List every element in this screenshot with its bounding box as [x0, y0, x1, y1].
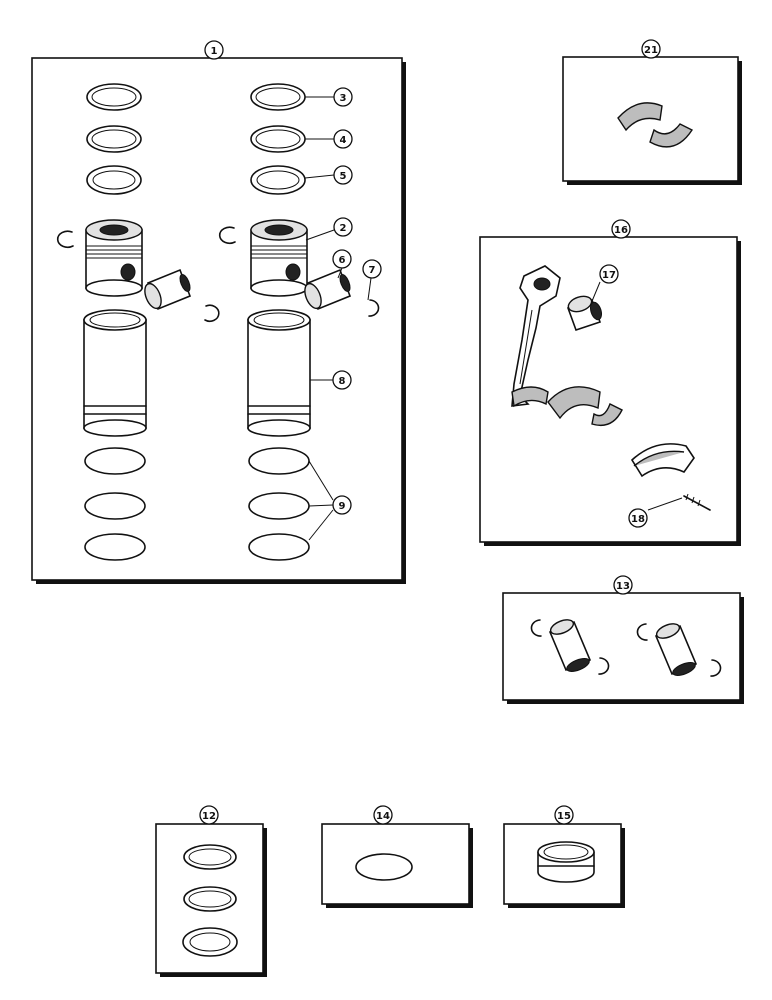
callout-17: 17 — [599, 264, 619, 284]
kit-panel-21 — [562, 56, 742, 185]
liner-seal-ring-right-3 — [248, 533, 310, 561]
piston-ring-top-left — [86, 83, 142, 111]
callout-17-label: 17 — [602, 270, 616, 281]
kit-panel-13 — [502, 592, 744, 704]
callout-15-label: 15 — [557, 811, 571, 822]
callout-6: 6 — [332, 249, 352, 269]
piston-pin-left — [144, 268, 192, 311]
callout-15: 15 — [554, 805, 574, 825]
callout-3-label: 3 — [340, 93, 347, 104]
piston-pin-13-b — [654, 623, 698, 676]
callout-7: 7 — [362, 259, 382, 279]
rod-bearing-shell-a — [547, 386, 601, 420]
piston-left — [85, 219, 143, 297]
snap-ring-left-b — [204, 304, 220, 323]
callout-7-label: 7 — [369, 265, 376, 276]
connecting-rod-bushing — [566, 295, 603, 332]
piston-ring-middle-left — [86, 125, 142, 153]
cylinder-liner-left — [83, 309, 147, 437]
snap-ring-13-d — [710, 659, 722, 677]
bearing-shell-21-b — [649, 123, 694, 148]
kit-panel-12 — [155, 823, 267, 977]
callout-4: 4 — [333, 129, 353, 149]
callout-5-label: 5 — [340, 171, 347, 182]
piston-ring-12-a — [183, 844, 237, 870]
connecting-rod-bolt — [683, 493, 711, 511]
snap-ring-13-a — [530, 619, 542, 637]
callout-1-label: 1 — [211, 46, 218, 57]
callout-2-label: 2 — [340, 223, 347, 234]
snap-ring-13-c — [636, 623, 648, 641]
liner-seal-ring-left-3 — [84, 533, 146, 561]
piston-ring-12-b — [183, 886, 237, 912]
leader-lines-panel-16 — [589, 281, 683, 511]
callout-12: 12 — [199, 805, 219, 825]
cylinder-liner-right — [247, 309, 311, 437]
rod-bearing-shell-b — [591, 403, 623, 427]
connecting-rod-cap — [630, 443, 695, 478]
liner-seal-ring-left-2 — [84, 492, 146, 520]
callout-21-label: 21 — [644, 45, 658, 56]
snap-ring-13-b — [598, 657, 610, 675]
callout-2: 2 — [333, 217, 353, 237]
callout-8: 8 — [332, 370, 352, 390]
callout-14: 14 — [373, 805, 393, 825]
callout-21: 21 — [641, 39, 661, 59]
snap-ring-right-a — [218, 226, 236, 245]
snap-ring-right-b — [368, 299, 380, 317]
callout-18: 18 — [628, 508, 648, 528]
callout-13-label: 13 — [616, 581, 630, 592]
piston-ring-oil-right — [250, 165, 306, 195]
callout-3: 3 — [333, 87, 353, 107]
callout-14-label: 14 — [376, 811, 390, 822]
bearing-shell-21-a — [617, 102, 663, 132]
leader-lines-panel-1 — [304, 96, 372, 541]
piston-right — [250, 219, 308, 297]
callout-16-label: 16 — [614, 225, 628, 236]
piston-pin-right — [304, 268, 352, 311]
callout-13: 13 — [613, 575, 633, 595]
callout-1: 1 — [204, 40, 224, 60]
callout-4-label: 4 — [340, 135, 347, 146]
callout-8-label: 8 — [339, 376, 346, 387]
piston-ring-oil-left — [86, 165, 142, 195]
seal-ring-14 — [355, 853, 413, 881]
callout-9-label: 9 — [339, 501, 346, 512]
piston-pin-13-a — [548, 619, 592, 672]
connecting-rod — [511, 265, 561, 408]
liner-seal-ring-left-1 — [84, 447, 146, 475]
kit-panel-14 — [321, 823, 473, 908]
callout-18-label: 18 — [631, 514, 645, 525]
callout-6-label: 6 — [339, 255, 346, 266]
callout-5: 5 — [333, 165, 353, 185]
snap-ring-left-a — [56, 230, 74, 249]
piston-ring-12-c — [182, 927, 238, 957]
sleeve-15 — [537, 841, 595, 883]
callout-9: 9 — [332, 495, 352, 515]
callout-12-label: 12 — [202, 811, 216, 822]
callout-16: 16 — [611, 219, 631, 239]
